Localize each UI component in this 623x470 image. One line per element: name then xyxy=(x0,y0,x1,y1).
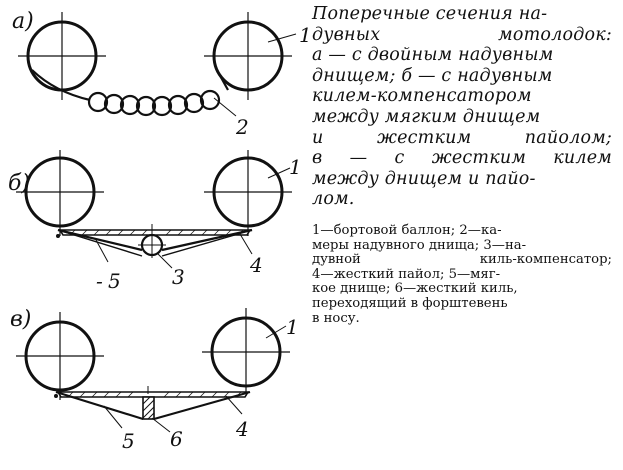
panel-b-leader-5 xyxy=(95,239,109,263)
caption-line: дувных мотолодок: xyxy=(312,24,612,45)
panel-a-bottom-chambers xyxy=(87,89,221,117)
legend-line: переходящий в форштевень xyxy=(312,295,508,311)
caption-legend: 1—бортовой баллон; 2—ка- меры надувного … xyxy=(312,222,612,326)
panel-b-callout-1: 1 xyxy=(289,155,302,179)
caption-line: лом. xyxy=(312,189,355,210)
legend-line: в носу. xyxy=(312,310,360,326)
caption-line: а — с двойным надувным xyxy=(312,45,554,66)
panel-a: а) 1 2 xyxy=(12,9,310,139)
panel-a-callout-2: 2 xyxy=(235,115,249,139)
panel-a-leader-1 xyxy=(267,33,297,43)
caption-main-text: Поперечные сечения на- дувных мотолодок:… xyxy=(312,4,612,210)
panel-a-callout-1: 1 xyxy=(299,23,310,47)
legend-line: меры надувного днища; 3—на- xyxy=(312,237,527,253)
panel-b-callout-5: 5 xyxy=(108,269,121,293)
panel-c-callout-6: 6 xyxy=(170,427,183,451)
legend-line: 4—жесткий пайол; 5—мяг- xyxy=(312,266,501,282)
caption-line: Поперечные сечения на- xyxy=(312,4,548,24)
panel-b-left-attach xyxy=(56,234,60,238)
panel-c-leader-4 xyxy=(225,395,243,415)
panel-b-callout-4: 4 xyxy=(249,253,263,277)
panel-c-leader-5 xyxy=(103,405,123,429)
panel-b-dash: - xyxy=(96,269,103,293)
cross-section-diagram: а) 1 2 б) xyxy=(8,9,310,453)
panel-a-left-skin xyxy=(31,69,91,102)
caption-line: килем-компенсатором xyxy=(312,86,532,107)
panel-c-callout-4: 4 xyxy=(235,417,249,441)
panel-b-soft-bottom xyxy=(57,228,253,252)
panel-b-soft-bottom-low xyxy=(57,229,253,257)
caption-line: между днищем и пайо- xyxy=(312,168,536,189)
panel-c-keel-hatching xyxy=(142,396,155,420)
panel-b-rigid-floor xyxy=(58,229,252,236)
panel-a-label: а) xyxy=(12,9,34,34)
panel-a-right-skin xyxy=(217,71,229,91)
panel-b: б) 1 4 - xyxy=(8,150,302,293)
panel-c-soft-bottom xyxy=(55,390,251,421)
panel-a-leader-2 xyxy=(213,97,237,117)
panel-c-leader-1 xyxy=(265,325,287,339)
caption-line: в — с жестким килем xyxy=(312,148,612,169)
caption-line: днищем; б — с надувным xyxy=(312,65,553,86)
caption-line: между мягким днищем xyxy=(312,106,541,127)
panel-b-leader-4 xyxy=(239,233,253,255)
legend-line: кое днище; 6—жесткий киль, xyxy=(312,281,518,297)
panel-c-callout-5: 5 xyxy=(122,429,135,453)
legend-line: 1—бортовой баллон; 2—ка- xyxy=(312,222,502,238)
figure-caption: Поперечные сечения на- дувных мотолодок:… xyxy=(312,4,612,326)
panel-b-callout-3: 3 xyxy=(172,265,185,289)
panel-c-leader-6 xyxy=(151,417,171,433)
panel-c-left-attach xyxy=(54,394,58,398)
panel-c: в) xyxy=(10,307,299,453)
legend-line: дувной киль-компенсатор; xyxy=(312,252,612,268)
panel-b-label: б) xyxy=(8,171,30,196)
caption-line: и жестким пайолом; xyxy=(312,127,612,148)
panel-c-callout-1: 1 xyxy=(286,315,299,339)
panel-b-leader-1 xyxy=(267,167,291,179)
panel-b-leader-3 xyxy=(157,253,173,269)
panel-c-label: в) xyxy=(10,307,31,332)
